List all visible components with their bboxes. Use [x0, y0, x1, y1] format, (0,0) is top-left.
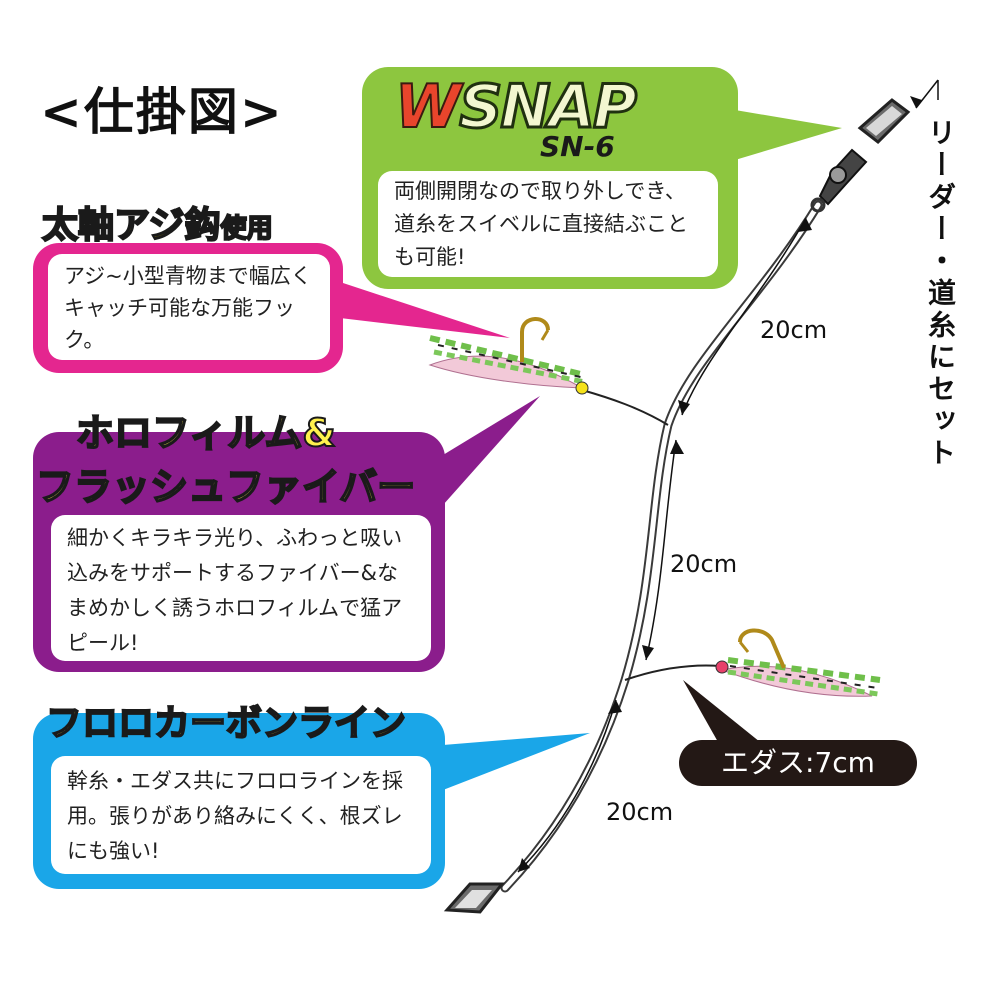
hook-title-main: 太軸アジ鈎 — [41, 204, 222, 247]
dimension-arrows — [517, 217, 807, 873]
holo-description: 細かくキラキラ光り、ふわっと吸い込みをサポートするファイバー&なまめかしく誘うホ… — [51, 515, 431, 661]
snap-description: 両側開閉なので取り外しでき、道糸をスイベルに直接結ぶことも可能! — [378, 171, 718, 277]
leader-arrow — [915, 79, 939, 109]
main-line-inner — [502, 202, 821, 891]
dimension-branch-badge: エダス:7cm — [679, 740, 917, 786]
hook-title: 太軸アジ鈎使用 — [41, 196, 274, 248]
dimension-lower: 20cm — [606, 798, 674, 826]
fluoro-title: フロロカーボンライン — [45, 702, 407, 745]
fluoro-description: 幹糸・エダス共にフロロラインを採用。張りがあり絡みにくく、根ズレにも強い! — [51, 756, 431, 874]
snap-bottom — [443, 882, 506, 914]
snap-model: SN-6 — [540, 130, 615, 163]
snap-logo-w: W — [394, 71, 462, 143]
snap-pointer — [735, 110, 842, 160]
hook-description: アジ~小型青物まで幅広くキャッチ可能な万能フック。 — [48, 254, 330, 360]
snap-swivel-top — [810, 98, 911, 213]
edasu-pointer — [683, 680, 760, 742]
lower-hook — [715, 628, 881, 697]
dimension-middle: 20cm — [670, 550, 738, 578]
snap-logo-snap: SNAP — [458, 71, 639, 144]
hook-title-suffix: 使用 — [220, 213, 274, 245]
holo-title: ホロフィルム& フラッシュファイバー — [35, 406, 416, 514]
fluoro-pointer — [443, 733, 590, 790]
holo-title-line2: フラッシュファイバー — [35, 464, 416, 510]
leader-arrow-head — [910, 96, 922, 108]
page-title: <仕掛図> — [40, 83, 284, 141]
upper-branch — [581, 389, 669, 426]
holo-title-line1: ホロフィルム& — [75, 410, 337, 456]
lower-branch — [624, 664, 721, 681]
hook-pointer — [340, 282, 510, 338]
holo-pointer — [443, 396, 540, 505]
upper-hook — [428, 317, 589, 395]
leader-label: リーダー・道糸にセット — [924, 118, 957, 470]
snap-logo: WSNAP — [394, 71, 639, 144]
arrow-heads — [518, 218, 812, 872]
dimension-upper: 20cm — [760, 316, 828, 344]
